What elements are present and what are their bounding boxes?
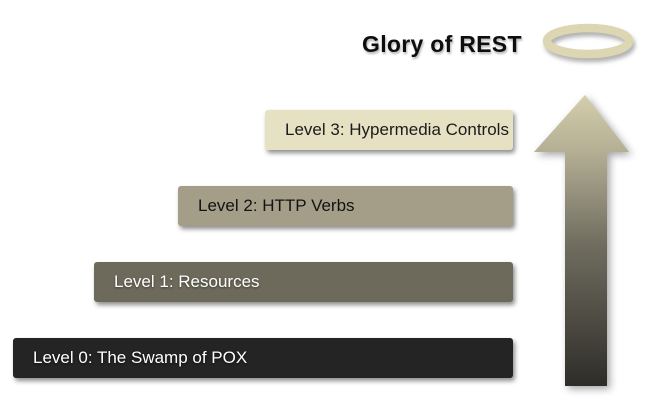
level-2-label: Level 2: HTTP Verbs	[198, 196, 355, 215]
level-0-label: Level 0: The Swamp of POX	[33, 348, 248, 367]
level-1-label: Level 1: Resources	[114, 272, 260, 291]
level-0-bar: Level 0: The Swamp of POX	[13, 338, 513, 378]
halo-icon	[542, 23, 634, 59]
level-3-label: Level 3: Hypermedia Controls	[285, 120, 509, 139]
level-1-bar: Level 1: Resources	[94, 262, 513, 302]
diagram-title: Glory of REST	[362, 31, 522, 57]
level-2-bar: Level 2: HTTP Verbs	[178, 186, 513, 226]
up-arrow-icon	[534, 95, 629, 386]
level-3-bar: Level 3: Hypermedia Controls	[265, 110, 513, 150]
